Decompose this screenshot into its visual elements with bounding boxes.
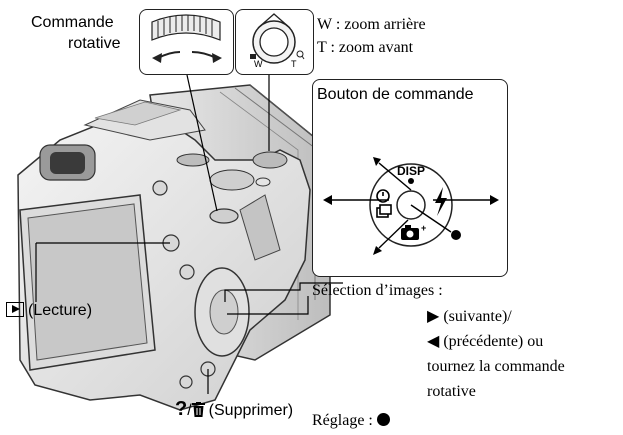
zoom-w-label: W : zoom arrière [317,16,426,33]
control-pad-diagram: + [323,157,499,255]
svg-text:+: + [421,223,426,233]
dial-icon [151,14,222,63]
delete-label: ?/(Supprimer) [175,398,294,420]
previous-label: ◀ (précédente) ou [427,333,544,350]
timer-icon [376,189,392,218]
rotary-dial-inset [139,9,234,75]
control-button-title: Bouton de commande [317,86,474,103]
arrow-up-icon [373,157,412,191]
trash-icon [191,402,205,417]
rotate-label-line2: rotative [427,383,476,400]
zoom-lever-inset: W T [235,9,314,75]
playback-label: (Lecture) [6,302,92,320]
rotate-label-line1: tournez la commande [427,358,565,375]
lever-t-label: T [291,59,297,69]
setting-dot-icon [376,413,390,426]
smart-zoom-icon: + [401,223,426,240]
disp-label: DISP [397,164,426,178]
flash-icon [435,187,447,216]
control-button-inset: Bouton de commande + DISP [312,79,508,277]
playback-icon [6,302,24,317]
setting-label: Réglage : [312,411,390,430]
dial-label-line1: Commande [31,14,114,31]
zoom-lever-icon [250,13,305,64]
center-dot-icon [451,230,461,240]
dial-label-line2: rotative [68,35,121,52]
next-label: ▶ (suivante)/ [427,308,512,325]
arrow-down-icon [373,219,409,255]
image-selection-label: Sélection d’images : [312,282,443,299]
lever-w-label: W [254,59,263,69]
zoom-t-label: T : zoom avant [317,39,414,56]
